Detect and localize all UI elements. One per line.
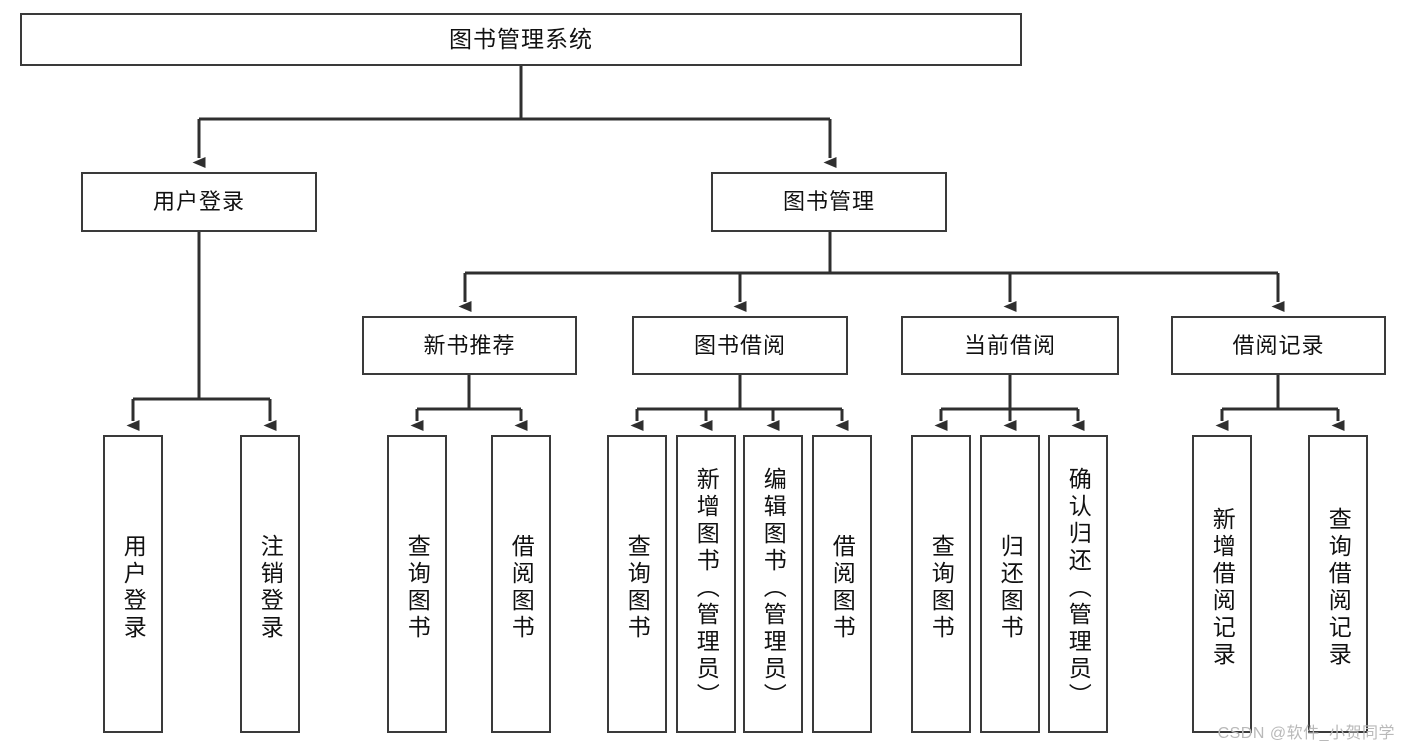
node-label: 借阅图书 [508, 534, 535, 642]
watermark: CSDN @软件_小贺同学 [1217, 725, 1395, 742]
node-label: 借阅图书 [829, 534, 856, 642]
leaf-current-borrow-confirm-return-admin[interactable]: 确认归还（管理员） [1048, 435, 1108, 733]
leaf-borrow-record-add-record[interactable]: 新增借阅记录 [1192, 435, 1252, 733]
node-label: 归还图书 [997, 534, 1024, 642]
node-label: 查询图书 [624, 534, 651, 642]
node-label: 查询图书 [404, 534, 431, 642]
node-label: 当前借阅 [963, 332, 1056, 358]
node-label: 新书推荐 [423, 332, 516, 358]
node-label: 新增图书（管理员） [693, 466, 720, 710]
leaf-new-book-query-book[interactable]: 查询图书 [387, 435, 447, 733]
node-label: 编辑图书（管理员） [760, 466, 787, 710]
leaf-book-borrow-add-book-admin[interactable]: 新增图书（管理员） [676, 435, 736, 733]
node-label: 借阅记录 [1232, 332, 1325, 358]
node-root-book-management-system[interactable]: 图书管理系统 [20, 13, 1022, 66]
node-label: 查询图书 [928, 534, 955, 642]
node-book-management[interactable]: 图书管理 [711, 172, 947, 232]
node-label: 新增借阅记录 [1209, 507, 1236, 669]
leaf-current-borrow-query-book[interactable]: 查询图书 [911, 435, 971, 733]
leaf-current-borrow-return-book[interactable]: 归还图书 [980, 435, 1040, 733]
node-label: 注销登录 [257, 534, 284, 642]
node-label: 图书管理 [782, 189, 875, 215]
node-label: 查询借阅记录 [1325, 507, 1352, 669]
leaf-user-login-logout[interactable]: 注销登录 [240, 435, 300, 733]
node-borrow-record[interactable]: 借阅记录 [1171, 316, 1386, 375]
node-user-login[interactable]: 用户登录 [81, 172, 317, 232]
node-label: 图书借阅 [693, 332, 786, 358]
leaf-book-borrow-edit-book-admin[interactable]: 编辑图书（管理员） [743, 435, 803, 733]
leaf-new-book-borrow-book[interactable]: 借阅图书 [491, 435, 551, 733]
node-label: 用户登录 [120, 534, 147, 642]
leaf-book-borrow-query-book[interactable]: 查询图书 [607, 435, 667, 733]
node-new-book-recommend[interactable]: 新书推荐 [362, 316, 577, 375]
node-book-borrow[interactable]: 图书借阅 [632, 316, 848, 375]
node-current-borrow[interactable]: 当前借阅 [901, 316, 1119, 375]
node-label: 图书管理系统 [449, 25, 593, 52]
node-label: 确认归还（管理员） [1065, 466, 1092, 710]
leaf-borrow-record-query-record[interactable]: 查询借阅记录 [1308, 435, 1368, 733]
leaf-book-borrow-borrow-book[interactable]: 借阅图书 [812, 435, 872, 733]
leaf-user-login-login[interactable]: 用户登录 [103, 435, 163, 733]
node-label: 用户登录 [152, 189, 245, 215]
